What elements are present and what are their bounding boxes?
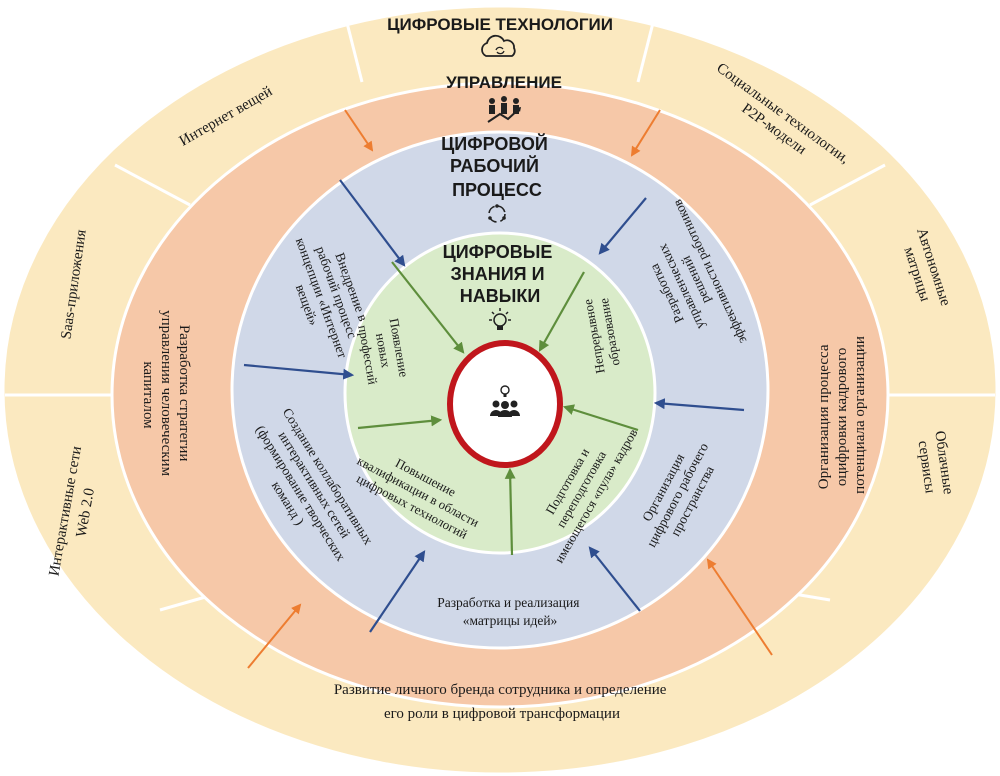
team-growth-icon [487, 96, 521, 123]
orange-arrow [706, 558, 773, 656]
blue-arrow [339, 179, 406, 267]
green-arrow [357, 415, 443, 430]
orange-arrow [344, 109, 374, 152]
knowledge-arrows [357, 261, 639, 556]
green-arrow [538, 271, 585, 352]
management-digitization: Организация процесса оцифровки кадрового… [816, 336, 868, 494]
orange-arrow [247, 603, 302, 669]
outer-ring-title: ЦИФРОВЫЕ ТЕХНОЛОГИИ [387, 15, 613, 34]
green-arrow [504, 467, 516, 556]
process-ideas-matrix: Разработка и реализация «матрицы идей» [437, 595, 583, 628]
lightbulb-icon [489, 308, 511, 330]
process-title: ЦИФРОВОЙ РАБОЧИЙ ПРОЦЕСС [441, 133, 553, 200]
blue-arrow [588, 546, 641, 612]
process-arrows [243, 179, 745, 633]
blue-arrow [243, 363, 355, 380]
blue-arrow [598, 197, 647, 255]
orange-arrow [630, 109, 661, 157]
management-strategy: Разработка стратегии управления человече… [140, 310, 192, 480]
green-arrow [562, 404, 639, 432]
knowledge-new-professions: Появление новых профессий [355, 317, 412, 387]
green-arrow [391, 261, 465, 354]
management-brand: Развитие личного бренда сотрудника и опр… [334, 682, 670, 722]
blue-arrow [653, 398, 745, 412]
cycle-icon [488, 204, 506, 223]
management-arrows [247, 109, 773, 669]
cloud-sync-icon [481, 34, 516, 57]
knowledge-title: ЦИФРОВЫЕ ЗНАНИЯ И НАВЫКИ [443, 242, 558, 306]
management-title: УПРАВЛЕНИЕ [446, 73, 562, 92]
people-lightbulb-icon [490, 385, 520, 417]
blue-arrow [369, 550, 426, 633]
